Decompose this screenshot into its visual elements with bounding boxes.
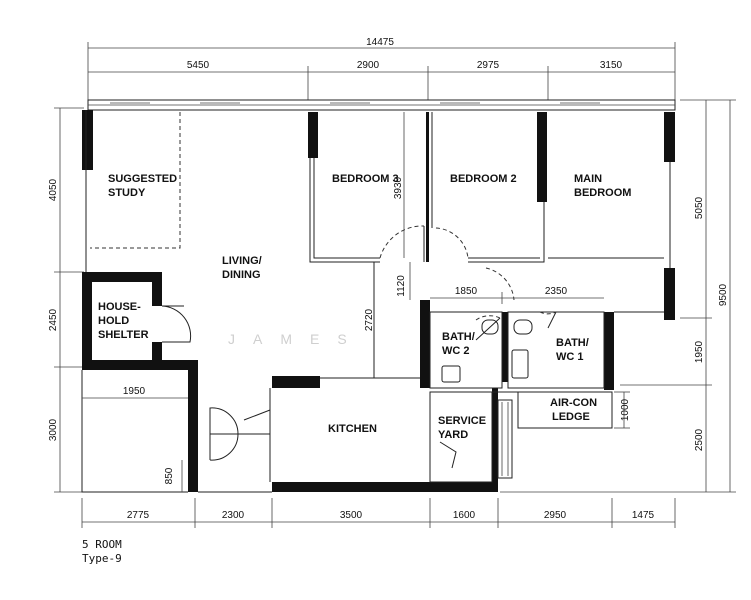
dim-850: 850 xyxy=(164,467,175,484)
label-bedroom-2: BEDROOM 2 xyxy=(450,173,517,185)
label-household-shelter-1: HOUSE- xyxy=(98,301,141,313)
dim-top-3: 2975 xyxy=(477,60,500,71)
dim-left-2: 2450 xyxy=(48,308,59,331)
label-suggested-study-2: STUDY xyxy=(108,187,146,199)
dim-bottom-3: 3500 xyxy=(340,510,363,521)
dim-1850: 1850 xyxy=(455,286,478,297)
label-aircon-ledge-2: LEDGE xyxy=(552,411,590,423)
dim-1000: 1000 xyxy=(620,398,631,421)
dim-2720: 2720 xyxy=(364,308,375,331)
dim-top-2: 2900 xyxy=(357,60,380,71)
dim-right-2: 1950 xyxy=(694,340,705,363)
dim-top-total: 14475 xyxy=(366,37,394,48)
caption-variant: Type-9 xyxy=(82,552,122,565)
left-dimensions: 4050 2450 3000 xyxy=(48,107,84,493)
dim-bottom-6: 1475 xyxy=(632,510,655,521)
dim-bottom-2: 2300 xyxy=(222,510,245,521)
caption-unit-type: 5 ROOM xyxy=(82,538,122,551)
label-service-yard-2: YARD xyxy=(438,429,468,441)
room-labels: SUGGESTED STUDY BEDROOM 3 BEDROOM 2 MAIN… xyxy=(98,173,631,441)
dim-top-4: 3150 xyxy=(600,60,623,71)
dim-top-1: 5450 xyxy=(187,60,210,71)
label-kitchen: KITCHEN xyxy=(328,423,377,435)
walls xyxy=(82,110,675,492)
label-main-bedroom-2: BEDROOM xyxy=(574,187,631,199)
right-dimensions: 9500 5050 1950 2500 xyxy=(500,99,736,493)
dim-bottom-1: 2775 xyxy=(127,510,150,521)
dim-left-1: 4050 xyxy=(48,178,59,201)
label-service-yard-1: SERVICE xyxy=(438,415,486,427)
partitions xyxy=(81,112,664,493)
dim-right-total: 9500 xyxy=(718,283,729,306)
dim-1120: 1120 xyxy=(396,275,407,297)
label-bath-wc2-1: BATH/ xyxy=(442,331,475,343)
watermark: JAMES xyxy=(228,331,365,347)
label-household-shelter-3: SHELTER xyxy=(98,329,149,341)
dim-bottom-4: 1600 xyxy=(453,510,476,521)
bottom-dimensions: 2775 2300 3500 1600 2950 1475 xyxy=(81,498,676,528)
dim-3930: 3930 xyxy=(393,176,404,199)
label-living-dining-1: LIVING/ xyxy=(222,255,262,267)
label-bath-wc2-2: WC 2 xyxy=(442,345,470,357)
label-bath-wc1-2: WC 1 xyxy=(556,351,584,363)
label-bath-wc1-1: BATH/ xyxy=(556,337,589,349)
label-main-bedroom-1: MAIN xyxy=(574,173,602,185)
top-dimensions: 14475 5450 2900 2975 3150 xyxy=(87,37,676,100)
label-aircon-ledge-1: AIR-CON xyxy=(550,397,597,409)
dim-1950: 1950 xyxy=(123,386,146,397)
dim-2350: 2350 xyxy=(545,286,568,297)
label-bedroom-3: BEDROOM 3 xyxy=(332,173,399,185)
dim-bottom-5: 2950 xyxy=(544,510,567,521)
doors xyxy=(161,225,557,469)
label-household-shelter-2: HOLD xyxy=(98,315,129,327)
dim-left-3: 3000 xyxy=(48,418,59,441)
top-window-band xyxy=(87,99,676,111)
label-suggested-study-1: SUGGESTED xyxy=(108,173,177,185)
dim-right-3: 2500 xyxy=(694,428,705,451)
label-living-dining-2: DINING xyxy=(222,269,261,281)
interior-dimensions: 3930 1120 1850 2350 2720 1950 850 1000 xyxy=(82,112,631,492)
dim-right-1: 5050 xyxy=(694,196,705,219)
